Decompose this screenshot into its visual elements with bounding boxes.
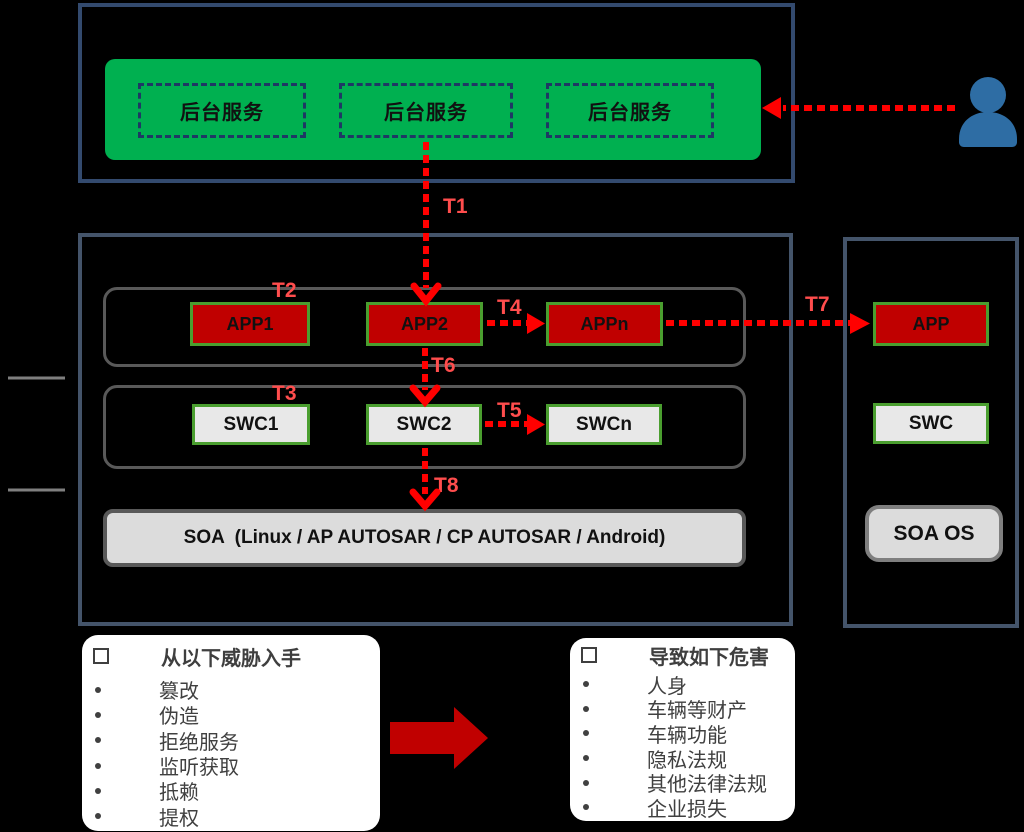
threat-item: 监听获取 <box>159 757 239 780</box>
node-swc2: SWC2 <box>366 404 482 445</box>
square-bullet-icon <box>581 647 597 663</box>
list-item: 提权 <box>82 803 380 830</box>
threat-label-t3: T3 <box>272 382 297 405</box>
threat-item: 提权 <box>159 807 199 830</box>
side-node-soa-os-label: SOA OS <box>893 521 975 545</box>
harms-title: 导致如下危害 <box>649 646 769 669</box>
harms-header: 导致如下危害 <box>570 644 795 669</box>
threats-header: 从以下威胁入手 <box>82 643 380 670</box>
backend-service-box-2: 后台服务 <box>339 83 513 138</box>
square-bullet-icon <box>93 648 109 664</box>
node-swc1: SWC1 <box>192 404 310 445</box>
side-panel-frame <box>843 237 1019 628</box>
threat-label-t5: T5 <box>497 399 522 422</box>
soa-os-bar: SOA (Linux / AP AUTOSAR / CP AUTOSAR / A… <box>103 509 746 567</box>
threat-item: 伪造 <box>159 706 199 729</box>
backend-service-label: 后台服务 <box>588 102 672 124</box>
dot-bullet-icon <box>583 705 589 712</box>
soa-os-bar-label: SOA (Linux / AP AUTOSAR / CP AUTOSAR / A… <box>183 527 666 548</box>
backend-service-box-1: 后台服务 <box>138 83 306 138</box>
dot-bullet-icon <box>583 804 589 811</box>
dot-bullet-icon <box>583 730 589 737</box>
threat-label-t2: T2 <box>272 279 297 302</box>
user-icon <box>959 77 1017 147</box>
threat-item: 拒绝服务 <box>159 731 239 754</box>
harm-item: 人身 <box>647 675 687 698</box>
soa-platform-frame <box>78 233 793 626</box>
threat-label-t4: T4 <box>497 296 522 319</box>
list-item: 人身 <box>570 672 795 698</box>
harm-item: 其他法律法规 <box>647 774 767 797</box>
node-swcn: SWCn <box>546 404 662 445</box>
threat-label-t1: T1 <box>443 195 468 218</box>
threat-item: 抵赖 <box>159 782 199 805</box>
backend-outer-frame <box>78 3 795 183</box>
dot-bullet-icon <box>95 737 101 744</box>
list-item: 隐私法规 <box>570 746 795 772</box>
backend-service-label: 后台服务 <box>180 102 264 124</box>
node-app2: APP2 <box>366 302 483 346</box>
node-swc1-label: SWC1 <box>223 413 279 435</box>
list-item: 车辆等财产 <box>570 697 795 722</box>
node-swc2-label: SWC2 <box>396 413 452 435</box>
node-app1-label: APP1 <box>226 313 274 334</box>
list-item: 企业损失 <box>570 795 795 821</box>
dot-bullet-icon <box>583 779 589 786</box>
backend-service-label: 后台服务 <box>384 102 468 124</box>
threats-list-box: 从以下威胁入手 篡改 伪造 拒绝服务 监听获取 抵赖 提权 <box>82 635 380 831</box>
harms-list-box: 导致如下危害 人身 车辆等财产 车辆功能 隐私法规 其他法律法规 企业损失 <box>570 638 795 821</box>
harm-item: 车辆功能 <box>647 724 727 747</box>
backend-services-group <box>105 59 761 160</box>
dot-bullet-icon <box>95 813 101 820</box>
backend-service-box-3: 后台服务 <box>546 83 714 138</box>
side-node-soa-os: SOA OS <box>865 505 1003 562</box>
list-item: 抵赖 <box>82 778 380 805</box>
side-node-swc: SWC <box>873 403 989 444</box>
threats-title: 从以下威胁入手 <box>161 647 301 670</box>
harm-item: 企业损失 <box>647 798 727 821</box>
node-appn: APPn <box>546 302 663 346</box>
node-app1: APP1 <box>190 302 310 346</box>
node-app2-label: APP2 <box>400 313 449 334</box>
list-item: 伪造 <box>82 702 380 729</box>
threat-label-t8: T8 <box>434 474 459 497</box>
harm-item: 隐私法规 <box>647 749 727 772</box>
impact-block-arrow <box>390 707 488 769</box>
side-node-swc-label: SWC <box>908 412 954 434</box>
node-appn-label: APPn <box>580 313 629 334</box>
node-swcn-label: SWCn <box>576 413 632 435</box>
list-item: 篡改 <box>82 677 380 704</box>
dot-bullet-icon <box>95 686 101 693</box>
list-item: 车辆功能 <box>570 721 795 747</box>
list-item: 拒绝服务 <box>82 728 380 754</box>
list-item: 监听获取 <box>82 753 380 780</box>
list-item: 其他法律法规 <box>570 770 795 797</box>
dot-bullet-icon <box>95 762 101 769</box>
threat-label-t7: T7 <box>805 293 830 316</box>
threat-label-t6: T6 <box>431 354 456 377</box>
harm-item: 车辆等财产 <box>647 700 747 723</box>
threat-item: 篡改 <box>159 681 199 704</box>
side-node-app: APP <box>873 302 989 346</box>
dot-bullet-icon <box>95 787 101 794</box>
side-node-app-label: APP <box>912 313 950 334</box>
dot-bullet-icon <box>95 711 101 718</box>
dot-bullet-icon <box>583 755 589 762</box>
dot-bullet-icon <box>583 681 589 688</box>
